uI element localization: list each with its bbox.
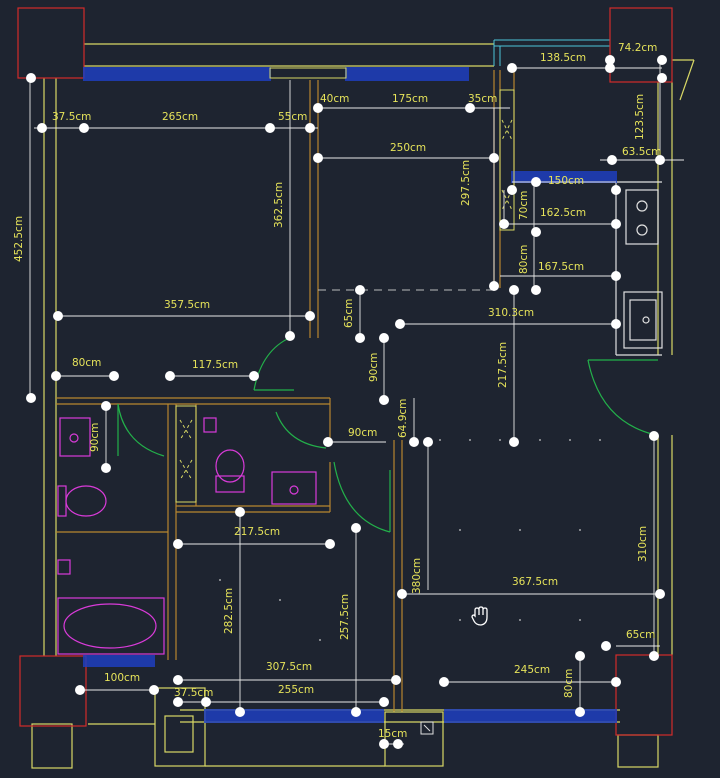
dim-90-hall: 90cm	[348, 427, 377, 439]
bathtub-fixture	[57, 597, 165, 655]
dim-217-5-horiz: 217.5cm	[234, 526, 280, 538]
dim-217-5-vert: 217.5cm	[497, 342, 509, 388]
sink-center-fixture	[271, 471, 317, 505]
snap-marks	[219, 439, 601, 641]
dimension-lines	[29, 64, 684, 745]
dim-255: 255cm	[278, 684, 314, 696]
dim-310-3: 310.3cm	[488, 307, 534, 319]
balcony-rail	[493, 39, 610, 66]
dim-65-right: 65cm	[626, 629, 655, 641]
dim-123-5: 123.5cm	[634, 94, 646, 140]
dim-37-5-top: 37.5cm	[52, 111, 91, 123]
dim-380: 380cm	[411, 558, 423, 594]
dim-357-5: 357.5cm	[164, 299, 210, 311]
dim-80-mid: 80cm	[518, 245, 530, 274]
basin-fixture	[59, 417, 91, 457]
dim-90-bath: 90cm	[89, 423, 101, 452]
dim-64-9: 64.9cm	[397, 399, 409, 438]
dim-175: 175cm	[392, 93, 428, 105]
dim-297-5: 297.5cm	[460, 160, 472, 206]
dim-452-5: 452.5cm	[13, 216, 25, 262]
toilet-center-fixture	[215, 449, 245, 483]
dim-167-5: 167.5cm	[538, 261, 584, 273]
columns	[17, 7, 673, 736]
dim-282-5: 282.5cm	[223, 588, 235, 634]
crosshair-icon	[420, 721, 434, 735]
shower-screen	[175, 405, 197, 503]
kitchen-appliances	[623, 189, 663, 349]
dim-100: 100cm	[104, 672, 140, 684]
dim-162-5: 162.5cm	[540, 207, 586, 219]
dim-245: 245cm	[514, 664, 550, 676]
dim-40: 40cm	[320, 93, 349, 105]
kitchen-sink-fixture	[623, 291, 663, 349]
toilet-fixture	[65, 485, 107, 517]
dim-362-5: 362.5cm	[273, 182, 285, 228]
dim-257-5: 257.5cm	[339, 594, 351, 640]
dim-367-5: 367.5cm	[512, 576, 558, 588]
dim-35: 35cm	[468, 93, 497, 105]
dim-138-5: 138.5cm	[540, 52, 586, 64]
dim-55: 55cm	[278, 111, 307, 123]
dim-70: 70cm	[518, 191, 530, 220]
window-frame	[269, 67, 347, 79]
dim-150: 150cm	[548, 175, 584, 187]
dim-37-5-bottom: 37.5cm	[174, 687, 213, 699]
grip-points[interactable]	[26, 55, 667, 749]
dim-63-5: 63.5cm	[622, 146, 661, 158]
windows	[83, 67, 617, 723]
hand-cursor-icon	[471, 606, 488, 626]
dimension-labels: 138.5cm 74.2cm 37.5cm 265cm 55cm 40cm 17…	[13, 42, 661, 740]
dim-265: 265cm	[162, 111, 198, 123]
cooktop-fixture	[625, 189, 659, 245]
dim-74-2: 74.2cm	[618, 42, 657, 54]
dim-15: 15cm	[378, 728, 407, 740]
dim-80-right: 80cm	[563, 669, 575, 698]
fixtures	[57, 417, 317, 655]
dim-250: 250cm	[390, 142, 426, 154]
dim-90-vert: 90cm	[368, 353, 380, 382]
door-swings	[117, 335, 658, 533]
dim-65-mid: 65cm	[343, 299, 355, 328]
dim-117-5: 117.5cm	[192, 359, 238, 371]
dim-307-5: 307.5cm	[266, 661, 312, 673]
dim-80-left: 80cm	[72, 357, 101, 369]
dim-310-right: 310cm	[637, 526, 649, 562]
